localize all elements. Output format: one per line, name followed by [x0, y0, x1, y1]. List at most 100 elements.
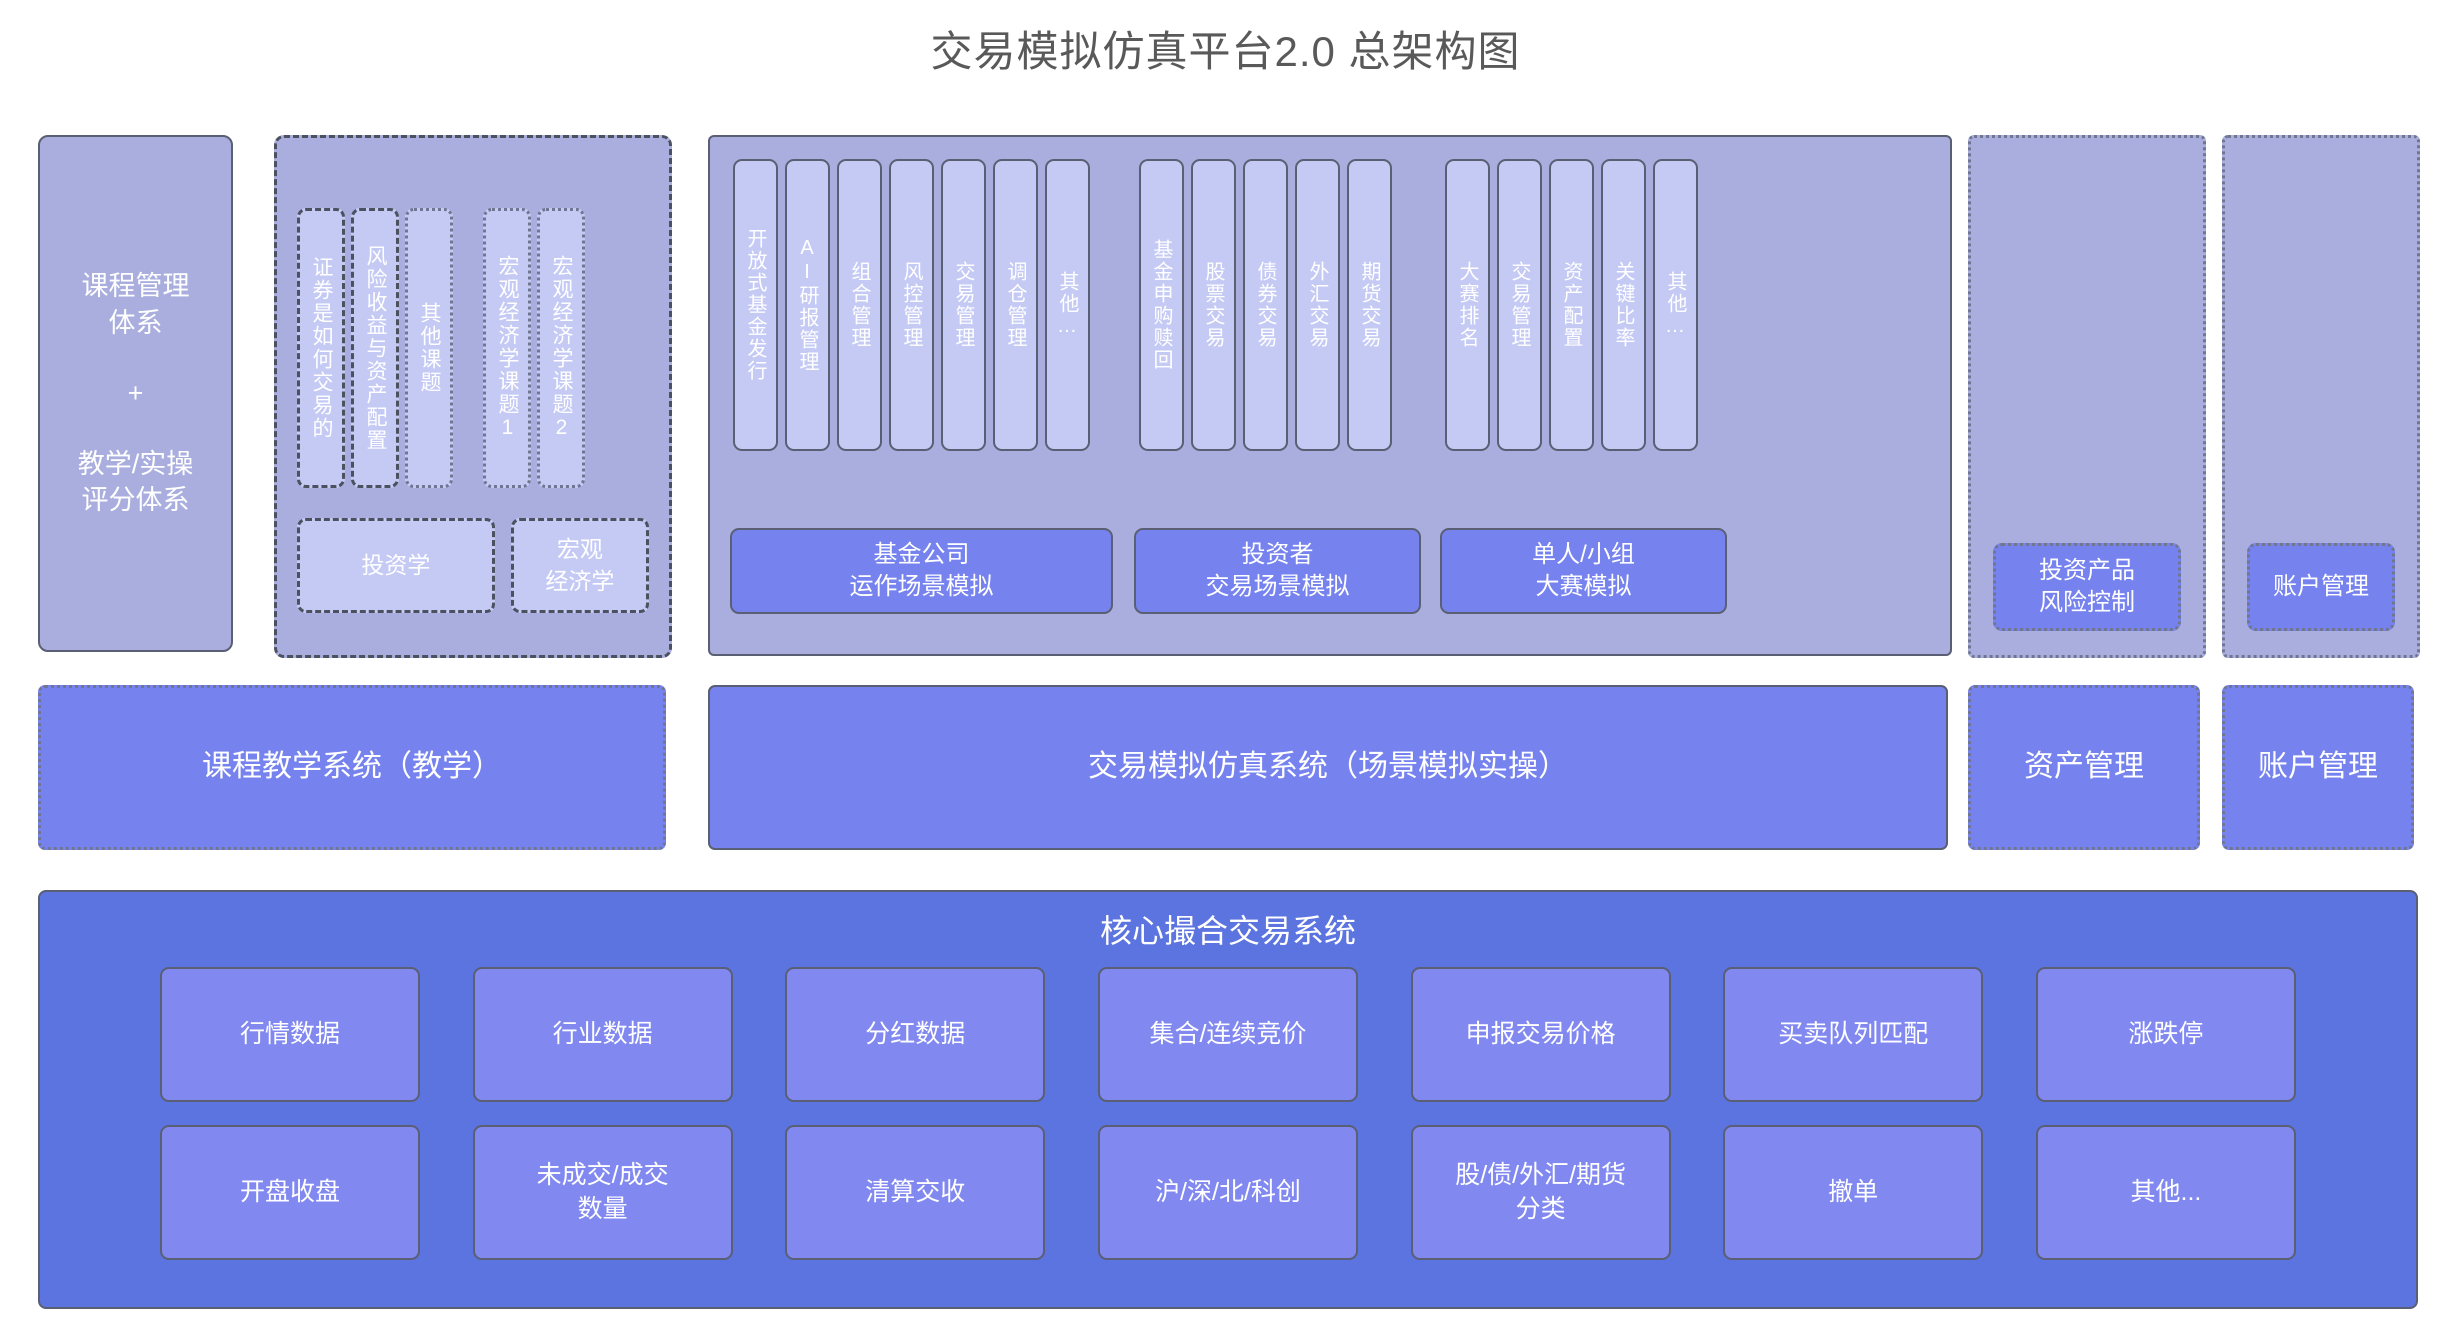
course-subject-investments[interactable]: 投资学 [297, 518, 495, 613]
simulation-group-fund-company: 开放式基金发行 AI研报管理 组合管理 风控管理 交易管理 调仓管理 其他… 基… [730, 159, 1113, 629]
core-card-market-data[interactable]: 行情数据 [160, 967, 420, 1102]
account-management-column: 账户管理 [2222, 135, 2420, 658]
cnl-line1: 撤单 [1828, 1177, 1879, 1206]
card-asset-allocation[interactable]: 资产配置 [1549, 159, 1594, 451]
brd-line1: 沪/深/北/科创 [1155, 1177, 1301, 1206]
core-matching-system-panel: 核心撮合交易系统 行情数据 行业数据 分红数据 集合/连续竞价 申报交易价格 买… [38, 890, 2418, 1309]
risk-line1: 投资产品 [2039, 556, 2135, 584]
course-management-system-box[interactable]: 课程管理 体系 + 教学/实操 评分体系 [38, 135, 233, 652]
course-subject-row: 投资学 宏观 经济学 [297, 518, 649, 613]
caption-individual-team-competition-simulation[interactable]: 单人/小组 大赛模拟 [1440, 528, 1727, 614]
caption-fund-company-text: 基金公司 运作场景模拟 [850, 539, 994, 604]
core-feature-row-1: 行情数据 行业数据 分红数据 集合/连续竞价 申报交易价格 买卖队列匹配 涨跌停 [160, 967, 2296, 1102]
cls-line1: 股/债/外汇/期货 [1455, 1160, 1627, 1189]
course-subject-macro-text: 宏观 经济学 [545, 534, 614, 596]
card-ai-research-report-management[interactable]: AI研报管理 [785, 159, 830, 451]
core-card-declared-trade-price[interactable]: 申报交易价格 [1410, 967, 1671, 1102]
caption-competition-text: 单人/小组 大赛模拟 [1532, 539, 1635, 604]
course-topic-card-macroeconomics-1[interactable]: 宏观经济学课题1 [483, 208, 531, 488]
core-card-clearing-text: 清算交收 [865, 1176, 965, 1210]
system-bar-course-teaching[interactable]: 课程教学系统（教学） [38, 685, 666, 850]
caption-comp-line1: 单人/小组 [1532, 540, 1635, 568]
system-layer-row: 课程教学系统（教学） 交易模拟仿真系统（场景模拟实操） 资产管理 账户管理 [0, 685, 2451, 850]
competition-card-row: 大赛排名 交易管理 资产配置 关键比率 其他… [1445, 159, 1727, 451]
caption-inv-line1: 投资者 [1241, 540, 1314, 568]
course-management-system-text: 课程管理 体系 + 教学/实操 评分体系 [70, 268, 202, 518]
card-competition-other[interactable]: 其他… [1653, 159, 1698, 451]
core-card-instrument-classification[interactable]: 股/债/外汇/期货 分类 [1410, 1125, 1671, 1260]
card-futures-trading[interactable]: 期货交易 [1347, 159, 1392, 451]
course-topic-card-macroeconomics-2[interactable]: 宏观经济学课题2 [537, 208, 585, 488]
card-rebalancing-management[interactable]: 调仓管理 [993, 159, 1038, 451]
card-fund-subscription-redemption[interactable]: 基金申购赎回 [1139, 159, 1184, 451]
caption-fc-line2: 运作场景模拟 [849, 573, 994, 600]
simulation-panel: 开放式基金发行 AI研报管理 组合管理 风控管理 交易管理 调仓管理 其他… 基… [708, 135, 1952, 656]
card-stock-trading[interactable]: 股票交易 [1191, 159, 1236, 451]
card-key-ratios[interactable]: 关键比率 [1601, 159, 1646, 451]
oc-line1: 开盘收盘 [239, 1177, 340, 1206]
system-bar-trading-simulation[interactable]: 交易模拟仿真系统（场景模拟实操） [708, 685, 1948, 850]
investor-card-row: 基金申购赎回 股票交易 债券交易 外汇交易 期货交易 [1139, 159, 1421, 451]
course-topic-card-row: 证券是如何交易的 风险收益与资产配置 其他课题 宏观经济学课题1 宏观经济学课题… [297, 208, 649, 488]
caption-investor-text: 投资者 交易场景模拟 [1206, 539, 1350, 604]
macro-line2: 经济学 [545, 567, 615, 594]
course-mgmt-line3: 教学/实操 [77, 448, 194, 479]
simulation-group-investor: 基金申购赎回 股票交易 债券交易 外汇交易 期货交易 投资者 交易场景模拟 [1134, 159, 1421, 629]
fund-company-card-row: 开放式基金发行 AI研报管理 组合管理 风控管理 交易管理 调仓管理 其他… [733, 159, 1113, 451]
card-forex-trading[interactable]: 外汇交易 [1295, 159, 1340, 451]
core-card-open-close-text: 开盘收盘 [240, 1176, 340, 1210]
card-fund-company-other[interactable]: 其他… [1045, 159, 1090, 451]
course-topic-card-risk-return-allocation[interactable]: 风险收益与资产配置 [351, 208, 399, 488]
course-mgmt-plus: + [127, 378, 144, 409]
course-topic-card-other-topics[interactable]: 其他课题 [405, 208, 453, 488]
risk-line2: 风险控制 [2039, 589, 2135, 616]
macro-line1: 宏观 [556, 536, 603, 563]
card-portfolio-management[interactable]: 组合管理 [837, 159, 882, 451]
simulation-group-competition: 大赛排名 交易管理 资产配置 关键比率 其他… 单人/小组 大赛模拟 [1440, 159, 1727, 629]
qty-line2: 数量 [577, 1194, 628, 1223]
core-card-cancel-text: 撤单 [1828, 1176, 1878, 1210]
card-risk-control-management[interactable]: 风控管理 [889, 159, 934, 451]
caption-inv-line2: 交易场景模拟 [1205, 573, 1350, 600]
cls-line2: 分类 [1515, 1194, 1566, 1223]
card-account-management[interactable]: 账户管理 [2247, 543, 2395, 631]
card-investment-product-risk-control[interactable]: 投资产品 风险控制 [1993, 543, 2181, 631]
course-mgmt-line2: 体系 [108, 307, 163, 338]
caption-fund-company-operation-simulation[interactable]: 基金公司 运作场景模拟 [730, 528, 1113, 614]
core-card-unfilled-filled-quantity[interactable]: 未成交/成交 数量 [472, 1125, 733, 1260]
card-trade-management[interactable]: 交易管理 [941, 159, 986, 451]
core-card-quantity-text: 未成交/成交 数量 [537, 1159, 669, 1227]
core-card-classification-text: 股/债/外汇/期货 分类 [1455, 1159, 1626, 1227]
card-competition-trade-management[interactable]: 交易管理 [1497, 159, 1542, 451]
core-card-exchange-boards[interactable]: 沪/深/北/科创 [1097, 1125, 1358, 1260]
core-card-clearing-settlement[interactable]: 清算交收 [785, 1125, 1046, 1260]
caption-fc-line1: 基金公司 [873, 540, 970, 568]
card-competition-ranking[interactable]: 大赛排名 [1445, 159, 1490, 451]
core-card-price-limit[interactable]: 涨跌停 [2035, 967, 2296, 1102]
core-card-call-continuous-auction[interactable]: 集合/连续竞价 [1097, 967, 1358, 1102]
course-topics-group: 证券是如何交易的 风险收益与资产配置 其他课题 宏观经济学课题1 宏观经济学课题… [274, 135, 672, 658]
core-card-buy-sell-queue-matching[interactable]: 买卖队列匹配 [1723, 967, 1984, 1102]
course-topic-spacer [459, 208, 477, 488]
system-bar-asset-management[interactable]: 资产管理 [1968, 685, 2200, 850]
core-matching-system-title: 核心撮合交易系统 [1099, 913, 1356, 949]
card-open-end-fund-issuance[interactable]: 开放式基金发行 [733, 159, 778, 451]
core-card-open-close[interactable]: 开盘收盘 [160, 1125, 420, 1260]
course-topic-card-securities-trading[interactable]: 证券是如何交易的 [297, 208, 345, 488]
caption-investor-trading-simulation[interactable]: 投资者 交易场景模拟 [1134, 528, 1421, 614]
course-subject-macroeconomics[interactable]: 宏观 经济学 [510, 518, 649, 613]
system-bar-account-management[interactable]: 账户管理 [2222, 685, 2414, 850]
core-card-boards-text: 沪/深/北/科创 [1155, 1176, 1301, 1210]
core-card-industry-data[interactable]: 行业数据 [472, 967, 733, 1102]
course-mgmt-line4: 评分体系 [81, 485, 190, 516]
caption-comp-line2: 大赛模拟 [1535, 573, 1632, 600]
top-band: 课程管理 体系 + 教学/实操 评分体系 证券是如何交易的 风险收益与资产配置 … [0, 135, 2451, 658]
course-mgmt-line1: 课程管理 [81, 271, 190, 302]
core-card-order-cancellation[interactable]: 撤单 [1723, 1125, 1984, 1260]
risk-control-column: 投资产品 风险控制 [1968, 135, 2206, 658]
core-feature-row-2: 开盘收盘 未成交/成交 数量 清算交收 沪/深/北/科创 [160, 1125, 2296, 1260]
card-bond-trading[interactable]: 债券交易 [1243, 159, 1288, 451]
core-card-other[interactable]: 其他... [2035, 1125, 2296, 1260]
core-card-dividend-data[interactable]: 分红数据 [785, 967, 1046, 1102]
